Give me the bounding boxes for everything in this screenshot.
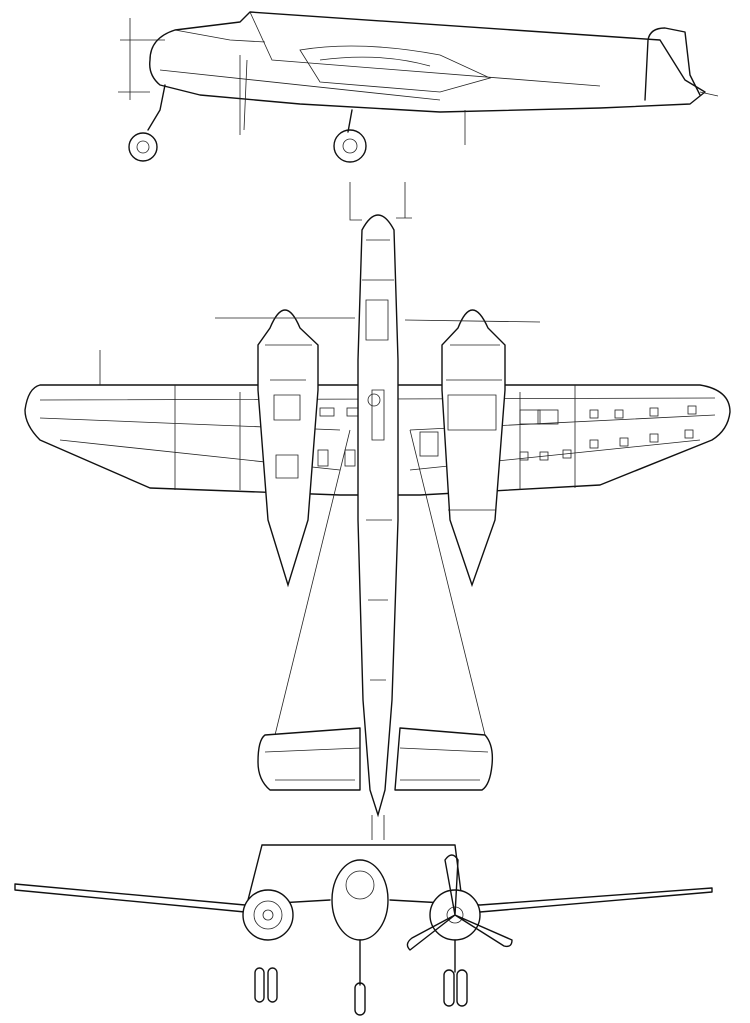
front-main-wheel-right-b [456,969,468,1007]
side-view [118,11,719,163]
top-bracing-wires [274,429,486,736]
side-fuselage [149,11,706,113]
front-main-wheel-left-b [267,967,278,1003]
front-nose-wheel [354,982,366,1016]
top-nacelle-right [441,309,506,588]
side-main-wheel [333,129,367,163]
top-wing-panels [317,405,697,467]
side-nose-gear [147,84,166,131]
front-fuselage [331,859,389,941]
top-view [24,182,731,840]
front-main-wheel-right-a [443,969,455,1007]
front-main-wheel-left-a [254,967,265,1003]
side-main-gear [347,109,353,133]
front-view [14,844,713,1016]
top-nacelle-left [257,309,319,588]
top-wing [24,384,731,496]
top-tailplane [257,727,494,791]
side-fin [644,27,701,101]
front-engine-left [242,889,294,941]
side-nose-wheel [128,132,158,162]
top-fuselage [357,214,399,818]
front-propeller [406,854,513,951]
